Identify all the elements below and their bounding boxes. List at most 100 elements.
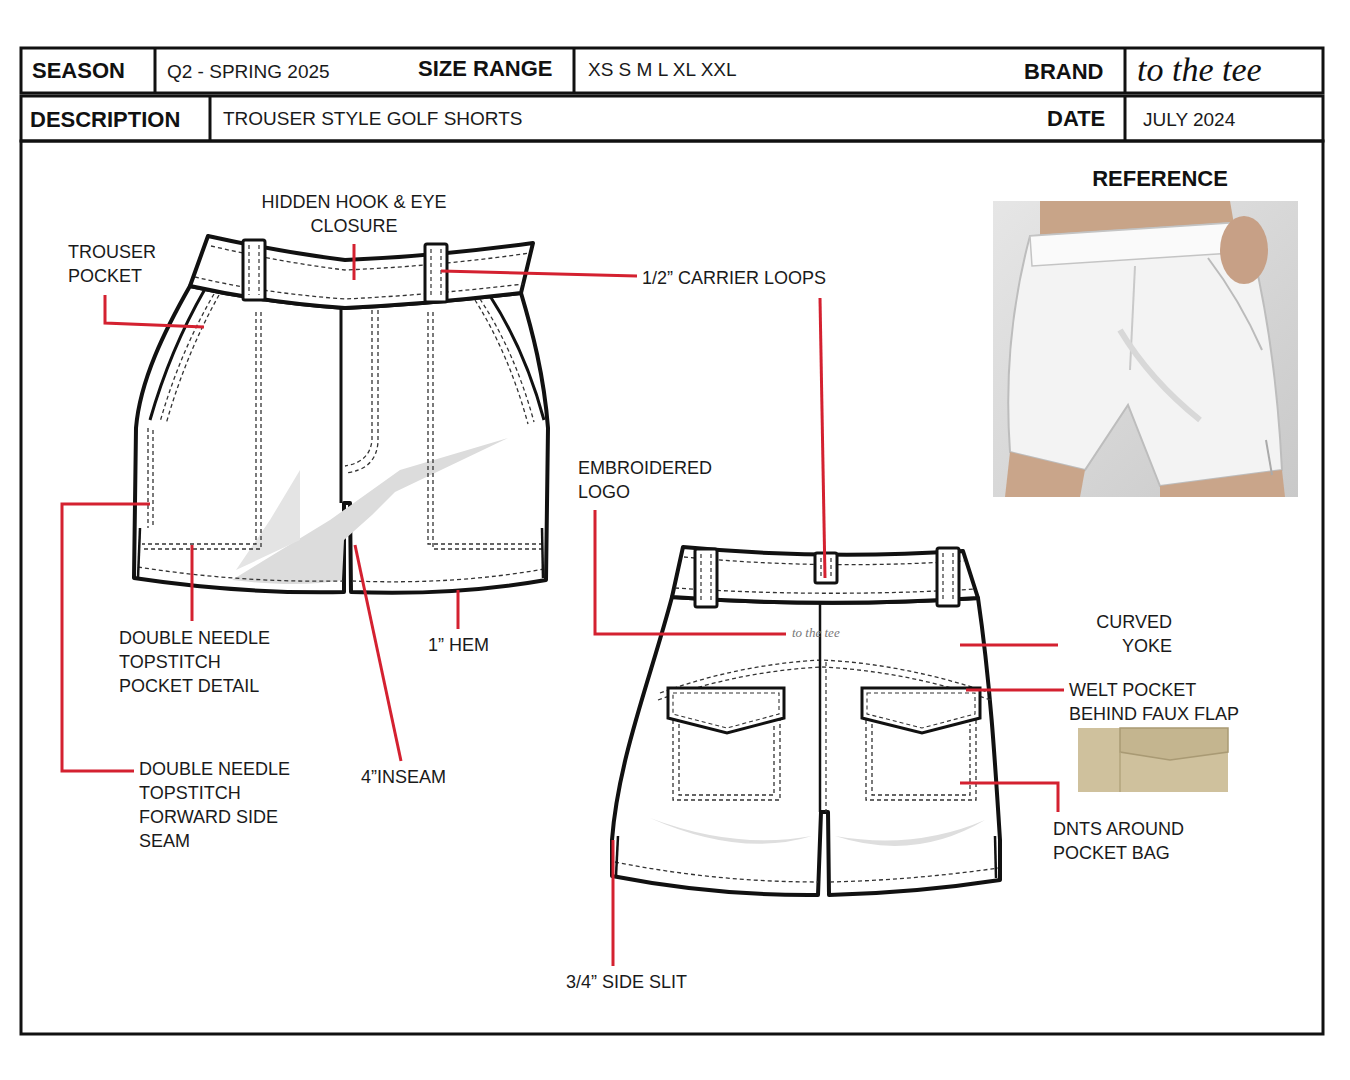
callout-label: DOUBLE NEEDLE TOPSTITCH FORWARD SIDE SEA… — [139, 757, 309, 853]
faux-flap — [862, 688, 980, 733]
callout-label: EMBROIDERED LOGO — [578, 456, 738, 504]
header-field-value: JULY 2024 — [1143, 107, 1235, 132]
header-field-name: SEASON — [32, 57, 125, 85]
drawing-part — [937, 548, 959, 606]
drawing-part — [1160, 470, 1285, 497]
drawing-part — [1120, 330, 1200, 420]
leader-line — [960, 644, 1058, 647]
cell-divider — [1124, 48, 1127, 93]
cell-divider — [154, 48, 157, 93]
faux-flap — [668, 688, 784, 733]
callout-label: TROUSER POCKET — [68, 240, 178, 288]
front-shadow — [232, 438, 508, 584]
drawing-part — [345, 310, 372, 466]
header-field-value: Q2 - SPRING 2025 — [167, 59, 330, 84]
drawing-part — [475, 300, 528, 424]
drawing-part — [428, 312, 542, 544]
drawing-part — [142, 312, 261, 549]
leader-line — [441, 271, 637, 276]
drawing-part — [993, 201, 1298, 497]
drawing-part — [695, 549, 717, 607]
drawing-part — [152, 430, 153, 528]
header-field-name: SIZE RANGE — [418, 55, 552, 83]
drawing-part — [1078, 728, 1228, 792]
drawing-part — [1030, 222, 1248, 266]
leader-line — [612, 840, 615, 966]
drawing-part — [142, 312, 256, 544]
back-shadow — [835, 820, 985, 846]
embroidered-logo: to the tee — [792, 623, 840, 642]
leader-line — [966, 689, 1064, 692]
drawing-part — [1005, 452, 1085, 497]
drawing-part — [1120, 728, 1228, 760]
leader-line — [820, 298, 825, 578]
drawing-part — [830, 868, 998, 882]
header-field-value: XS S M L XL XXL — [588, 57, 737, 82]
leader-line — [191, 545, 194, 621]
drawing-part — [1266, 440, 1272, 475]
leader-line — [960, 783, 1058, 812]
header-field-value: TROUSER STYLE GOLF SHORTS — [223, 106, 522, 131]
drawing-part — [138, 567, 343, 581]
drawing-part — [480, 299, 534, 422]
callout-label: DNTS AROUND POCKET BAG — [1053, 817, 1213, 865]
header-field-name: BRAND — [1024, 58, 1103, 86]
leader-lines — [62, 244, 1064, 966]
drawing-part — [249, 245, 259, 295]
header-field-name: DATE — [1047, 105, 1105, 133]
brand-logo: to the tee — [1137, 50, 1262, 90]
topstitch — [673, 693, 779, 728]
carrier-loop — [937, 548, 959, 606]
carrier-loop — [425, 244, 447, 302]
topstitch — [867, 693, 975, 728]
sheet-border — [21, 141, 1323, 1034]
leader-line — [355, 545, 401, 761]
side-slit — [138, 528, 140, 578]
drawing-part — [147, 428, 148, 528]
cell-divider — [209, 96, 212, 141]
drawing-part — [425, 244, 447, 302]
callout-label: HIDDEN HOOK & EYE CLOSURE — [244, 190, 464, 238]
drawing-part — [943, 553, 953, 601]
leader-line — [457, 590, 460, 629]
drawing-part — [1119, 752, 1121, 792]
leader-line — [105, 295, 204, 327]
drawing-part — [243, 240, 265, 300]
back-shorts-flat — [612, 547, 1000, 895]
drawing-part — [160, 294, 214, 422]
drawing-part — [433, 312, 542, 549]
drawing-part — [615, 862, 818, 882]
carrier-loop — [243, 240, 265, 300]
section-heading: REFERENCE — [1060, 165, 1260, 193]
drawing-part — [701, 554, 711, 602]
leader-line — [595, 510, 786, 634]
drawing-part — [1220, 216, 1268, 284]
drawing-part — [431, 249, 441, 297]
cell-divider — [1124, 96, 1127, 141]
back-body — [612, 597, 1000, 895]
drawing-part — [352, 569, 544, 582]
side-slit — [616, 836, 618, 876]
carrier-loop — [695, 549, 717, 607]
callout-label: 3/4” SIDE SLIT — [566, 970, 687, 994]
reference-photo — [993, 201, 1298, 497]
callout-label: 1” HEM — [428, 633, 489, 657]
cell-divider — [573, 48, 576, 93]
header-row — [21, 48, 1323, 93]
drawing-part — [675, 588, 976, 593]
callout-label: 4”INSEAM — [361, 765, 446, 789]
leader-line — [353, 244, 356, 280]
back-shadow — [650, 818, 812, 844]
front-body — [134, 286, 548, 593]
side-slit — [995, 836, 996, 878]
callout-label: CURVED YOKE — [1062, 610, 1172, 658]
flap-swatch — [1078, 728, 1228, 792]
front-shadow — [236, 470, 300, 570]
center-front-seam — [340, 308, 343, 503]
pocket-opening — [150, 289, 205, 420]
pocket-opening — [490, 296, 544, 420]
callout-label: 1/2” CARRIER LOOPS — [642, 266, 826, 290]
